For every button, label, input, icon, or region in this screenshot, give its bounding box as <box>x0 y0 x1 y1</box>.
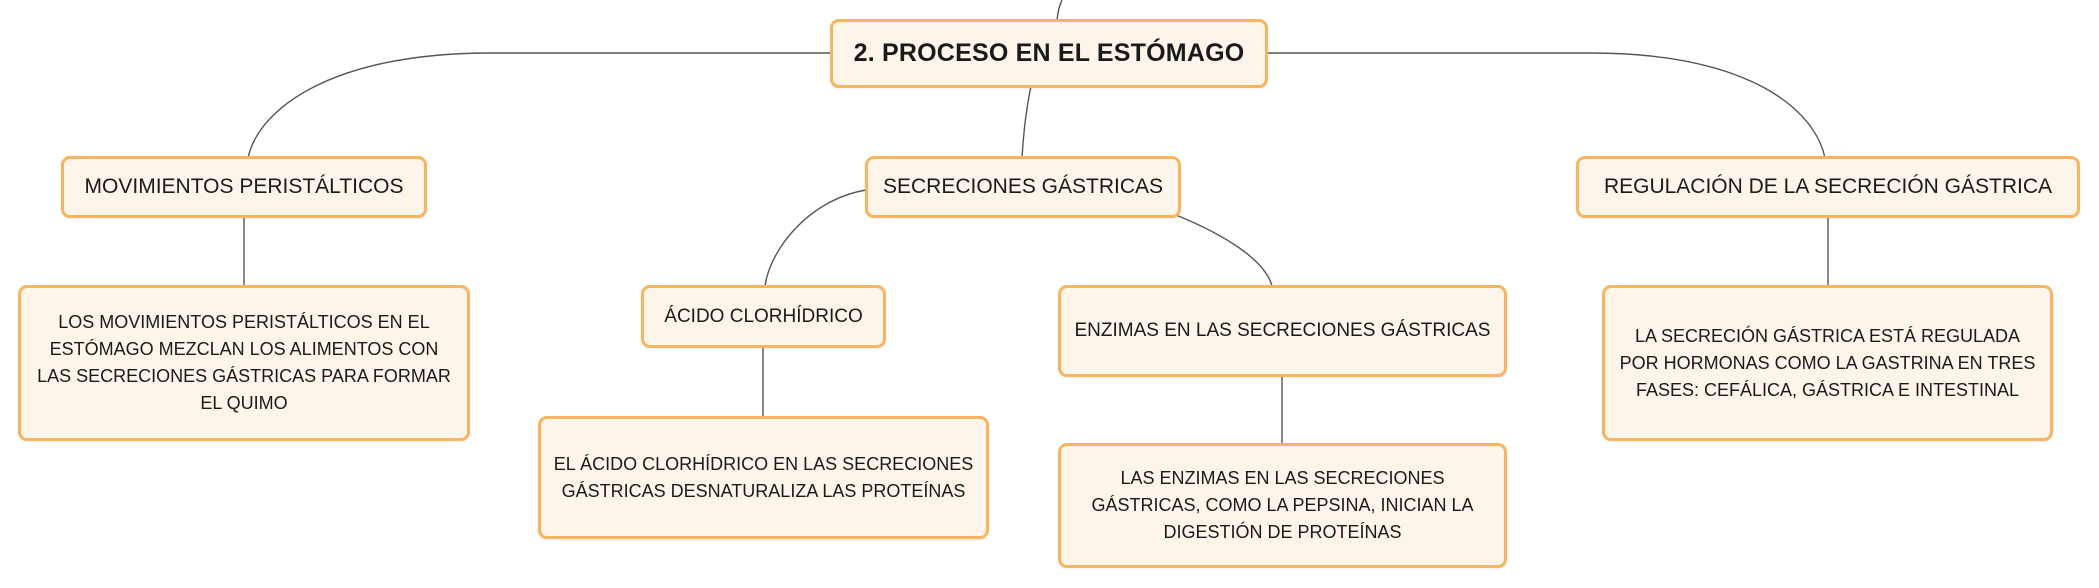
root-topic-node[interactable]: 2. PROCESO EN EL ESTÓMAGO <box>830 19 1268 88</box>
detail-acido-clorhidrico-text: EL ÁCIDO CLORHÍDRICO EN LAS SECRECIONES … <box>553 453 974 501</box>
connector-root-peristalticos <box>247 52 832 159</box>
connector-root-parent <box>1056 0 1063 21</box>
detail-movimientos-peristalticos[interactable]: LOS MOVIMIENTOS PERISTÁLTICOS EN EL ESTÓ… <box>18 285 470 441</box>
topic-secreciones-gastricas[interactable]: SECRECIONES GÁSTRICAS <box>865 156 1181 218</box>
topic-movimientos-peristalticos-label: MOVIMIENTOS PERISTÁLTICOS <box>84 175 404 198</box>
topic-regulacion-secrecion-label: REGULACIÓN DE LA SECRECIÓN GÁSTRICA <box>1603 175 2053 198</box>
detail-acido-clorhidrico[interactable]: EL ÁCIDO CLORHÍDRICO EN LAS SECRECIONES … <box>538 416 989 539</box>
topic-regulacion-secrecion[interactable]: REGULACIÓN DE LA SECRECIÓN GÁSTRICA <box>1576 156 2080 218</box>
topic-enzimas-secreciones[interactable]: ENZIMAS EN LAS SECRECIONES GÁSTRICAS <box>1058 285 1507 377</box>
topic-acido-clorhidrico-label: ÁCIDO CLORHÍDRICO <box>664 305 863 327</box>
topic-secreciones-gastricas-label: SECRECIONES GÁSTRICAS <box>882 175 1164 198</box>
connector-root-secreciones <box>1021 85 1032 159</box>
detail-regulacion-secrecion[interactable]: LA SECRECIÓN GÁSTRICA ESTÁ REGULADA POR … <box>1602 285 2053 441</box>
topic-acido-clorhidrico[interactable]: ÁCIDO CLORHÍDRICO <box>641 285 886 348</box>
topic-movimientos-peristalticos[interactable]: MOVIMIENTOS PERISTÁLTICOS <box>61 156 427 218</box>
detail-regulacion-secrecion-text: LA SECRECIÓN GÁSTRICA ESTÁ REGULADA POR … <box>1619 325 2036 400</box>
detail-movimientos-peristalticos-text: LOS MOVIMIENTOS PERISTÁLTICOS EN EL ESTÓ… <box>37 312 451 413</box>
connector-secreciones-enzimas <box>1175 214 1273 287</box>
detail-enzimas-secreciones[interactable]: LAS ENZIMAS EN LAS SECRECIONES GÁSTRICAS… <box>1058 443 1507 568</box>
connector-root-regulacion <box>1266 52 1826 159</box>
root-topic-label: 2. PROCESO EN EL ESTÓMAGO <box>853 39 1245 67</box>
detail-enzimas-secreciones-text: LAS ENZIMAS EN LAS SECRECIONES GÁSTRICAS… <box>1091 468 1474 542</box>
connector-secreciones-acido <box>764 189 867 287</box>
topic-enzimas-secreciones-label: ENZIMAS EN LAS SECRECIONES GÁSTRICAS <box>1074 320 1491 341</box>
